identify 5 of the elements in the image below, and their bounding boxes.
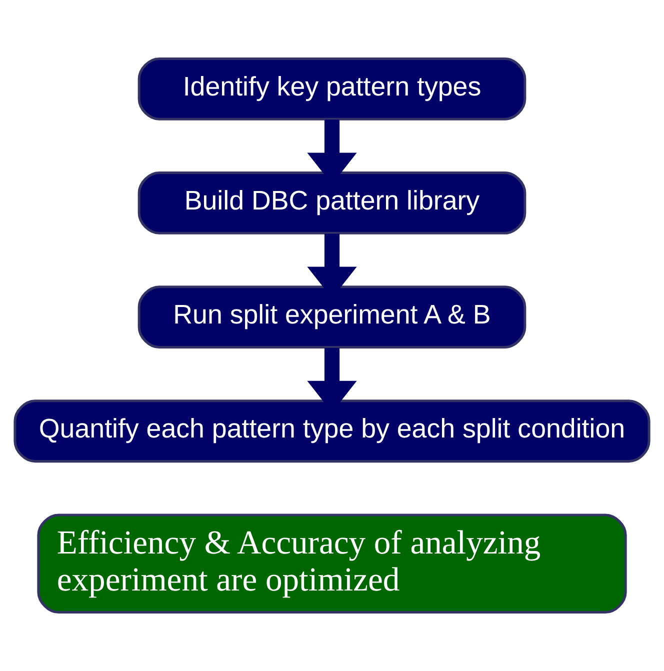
node-box: Efficiency & Accuracy of analyzing experiment are optimized bbox=[37, 514, 627, 614]
node-box: Build DBC pattern library bbox=[138, 172, 526, 234]
node-box: Run split experiment A & B bbox=[138, 286, 526, 348]
node-box: Identify key pattern types bbox=[138, 57, 526, 120]
node-box: Quantify each pattern type by each split condition bbox=[14, 400, 650, 463]
